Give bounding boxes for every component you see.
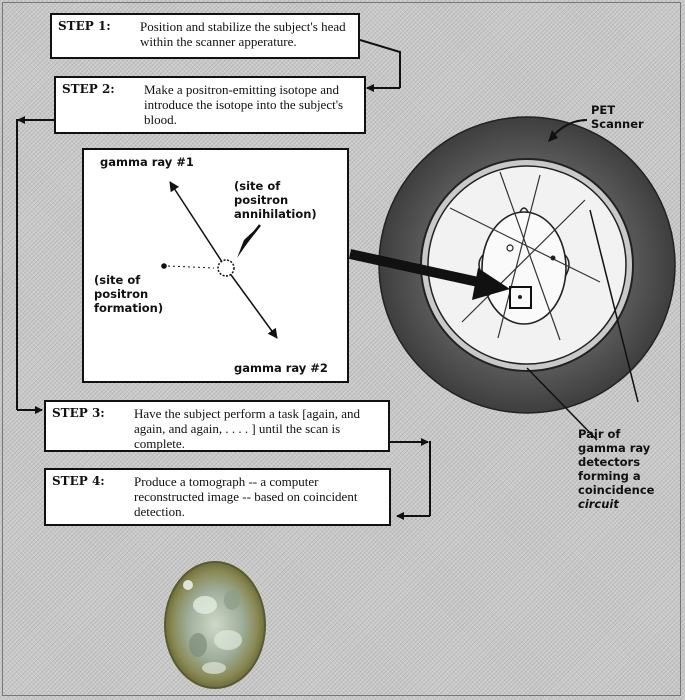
formation-label-3: formation) [94, 301, 164, 315]
detectors-label-2: gamma ray [578, 441, 651, 455]
detectors-label-4: forming a [578, 469, 641, 483]
pet-scanner-label-2: Scanner [591, 117, 644, 131]
connector-step3-step4 [390, 438, 431, 520]
region-box [509, 286, 532, 309]
step-2-box: STEP 2: Make a positron-emitting isotope… [54, 76, 366, 134]
step-1-label: STEP 1: [58, 19, 111, 33]
step-3-box: STEP 3: Have the subject perform a task … [44, 400, 390, 452]
detectors-label-3: detectors [578, 455, 641, 469]
pet-scanner [378, 116, 676, 441]
detectors-label-1: Pair of [578, 427, 621, 441]
gamma-ray-1-label: gamma ray #1 [100, 155, 194, 169]
step-4-label: STEP 4: [52, 474, 105, 488]
big-arrow [348, 249, 510, 300]
step-1-text: Position and stabilize the subject's hea… [140, 19, 346, 49]
annihilation-label-3: annihilation) [234, 207, 317, 221]
step-3-label: STEP 3: [52, 406, 105, 420]
step-4-box: STEP 4: Produce a tomograph -- a compute… [44, 468, 391, 526]
tomograph-image [164, 561, 266, 689]
step-2-text: Make a positron-emitting isotope and int… [144, 82, 344, 127]
formation-label-1: (site of [94, 273, 141, 287]
pet-scanner-label-1: PET [591, 103, 616, 117]
step-3-text: Have the subject perform a task [again, … [134, 406, 360, 451]
annihilation-inset: gamma ray #1 (site of positron annihilat… [82, 148, 349, 383]
step-2-label: STEP 2: [62, 82, 115, 96]
gamma-ray-2-label: gamma ray #2 [234, 361, 328, 375]
connector-step1-step2 [359, 39, 401, 92]
formation-label-2: positron [94, 287, 149, 301]
connector-step2-step3 [16, 116, 55, 414]
detectors-label-6: circuit [578, 497, 619, 511]
step-4-text: Produce a tomograph -- a computer recons… [134, 474, 358, 519]
step-1-box: STEP 1: Position and stabilize the subje… [50, 13, 360, 59]
annihilation-label-1: (site of [234, 179, 281, 193]
detectors-label-5: coincidence [578, 483, 655, 497]
annihilation-graphic [161, 181, 278, 339]
annihilation-label-2: positron [234, 193, 289, 207]
